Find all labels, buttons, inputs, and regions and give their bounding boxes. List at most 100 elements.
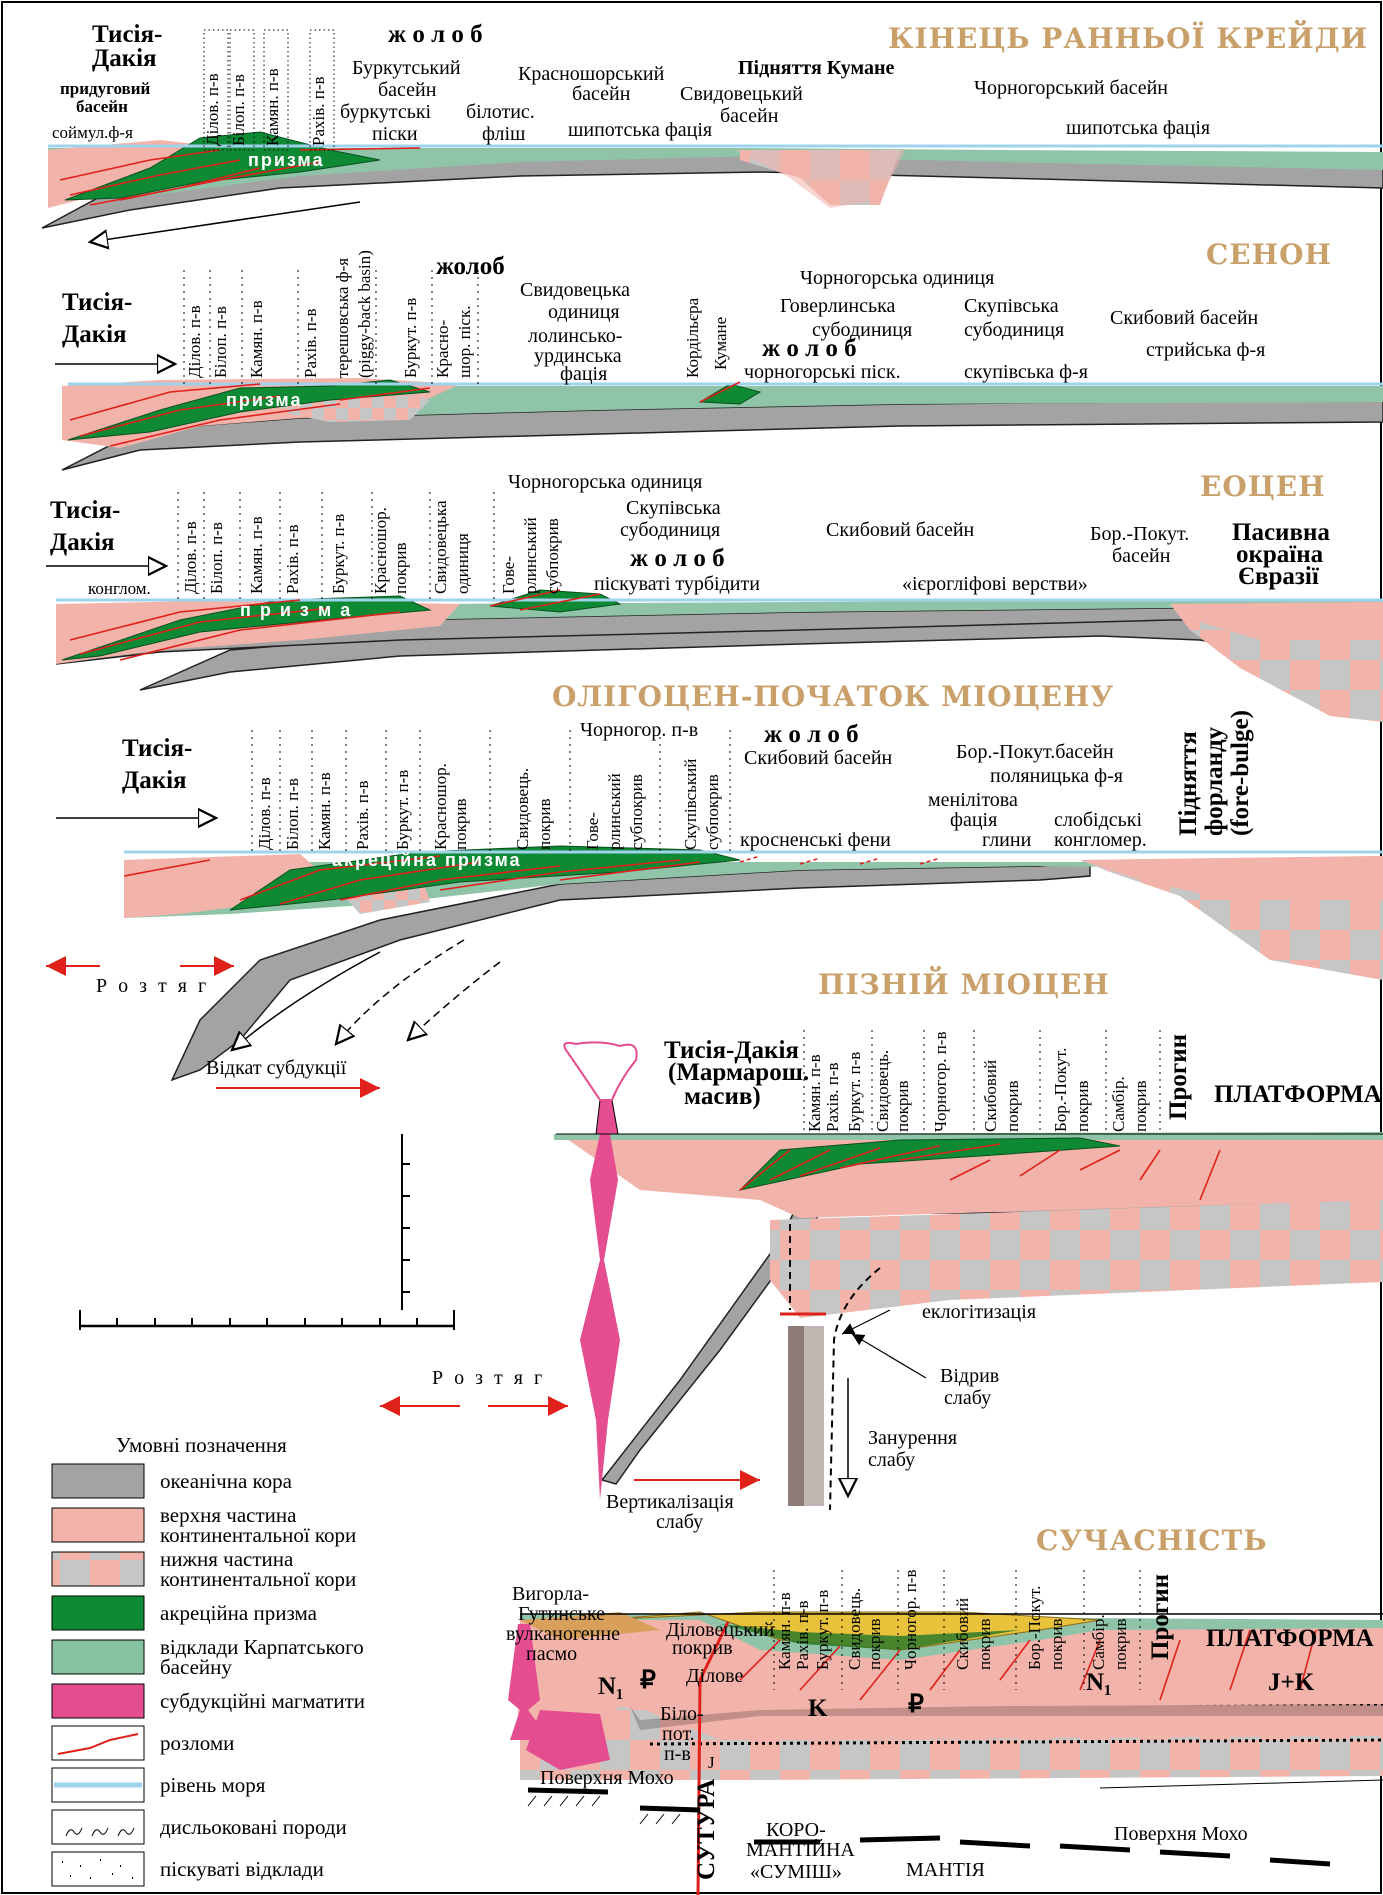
s2-kord-1: Кордільєра bbox=[683, 297, 702, 378]
s5-vidryv-2: слабу bbox=[944, 1387, 991, 1409]
s1-tisia-2: Дакія bbox=[92, 45, 157, 72]
s3-turb: піскуваті турбідити bbox=[594, 573, 760, 595]
s1-svyd-2: басейн bbox=[720, 105, 779, 127]
s5-rozt: Р о з т я г bbox=[432, 1367, 545, 1389]
s2-trough: жолоб bbox=[436, 253, 505, 280]
legend-item-sea: рівень моря bbox=[52, 1768, 266, 1802]
s6-dilove: Ділове bbox=[686, 1665, 744, 1687]
section-present: СУЧАСНІСТЬ Вигорла- Гутинське вулканоген… bbox=[506, 1524, 1383, 1895]
legend-item-faults: розломи bbox=[52, 1726, 234, 1760]
section-late-miocene: ПІЗНІЙ МІОЦЕН Р о з т я г Тисія-Дакія (М… bbox=[380, 966, 1383, 1533]
legend-title: Умовні позначення bbox=[116, 1433, 287, 1457]
s3-unit-2: Камян. п-в bbox=[247, 516, 266, 594]
s6-unit-4: покрив bbox=[865, 1619, 884, 1670]
s5-eclog: еклогітизація bbox=[922, 1301, 1036, 1323]
s6-jk: J+K bbox=[1268, 1669, 1315, 1696]
section-4-title: ОЛІГОЦЕН-ПОЧАТОК МІОЦЕНУ bbox=[552, 680, 1114, 713]
s5-vert-1: Вертикалізація bbox=[606, 1491, 734, 1513]
s3-trough: ж о л о б bbox=[630, 545, 725, 572]
s6-sutura: СУТУРА bbox=[693, 1779, 720, 1880]
s4-tisia-2: Дакія bbox=[122, 767, 187, 794]
s2-hover-1: Говерлинська bbox=[780, 295, 896, 317]
s6-p-1: ₽ bbox=[640, 1667, 656, 1694]
s2-chorn-sands: чорногорські піск. bbox=[744, 361, 901, 383]
s6-p-2: ₽ bbox=[908, 1691, 924, 1718]
s4-fore-3: (fore-bulge) bbox=[1227, 710, 1254, 836]
s2-skup-2: субодиниця bbox=[964, 319, 1064, 341]
legend-item-ocean: океанічна кора bbox=[52, 1464, 293, 1498]
s2-unit-7: Красно- bbox=[433, 319, 452, 378]
s1-trough: ж о л о б bbox=[388, 21, 483, 48]
s3-unit-labels: Ділов. п-в Білоп. п-в Камян. п-в Рахів. … bbox=[178, 492, 562, 600]
section-1-title: КІНЕЦЬ РАННЬОЇ КРЕЙДИ bbox=[888, 20, 1368, 55]
legend-label-5: субдукційні магматити bbox=[160, 1689, 365, 1713]
legend-item-basin: відклади Карпатського басейну bbox=[52, 1635, 364, 1679]
s4-polan: поляницька ф-я bbox=[990, 765, 1123, 787]
s4-tisia-1: Тисія- bbox=[122, 735, 192, 762]
s6-dilov-2: покрив bbox=[672, 1637, 733, 1659]
s2-unit-6: Буркут. п-в bbox=[401, 298, 420, 378]
s6-bilo-2: пот. bbox=[662, 1723, 695, 1745]
s3-prism-label: п р и з м а bbox=[240, 600, 352, 620]
s2-unit-2: Камян. п-в bbox=[247, 300, 266, 378]
s6-unit-11: покрив bbox=[1111, 1619, 1130, 1670]
s6-k: K bbox=[808, 1695, 828, 1722]
s5-progyn: Прогин bbox=[1165, 1034, 1192, 1120]
s6-moho-west bbox=[528, 1790, 700, 1810]
s3-unit-4: Буркут. п-в bbox=[329, 514, 348, 594]
s6-progyn: Прогин bbox=[1147, 1574, 1174, 1660]
scale-bars bbox=[80, 1134, 454, 1330]
s6-unit-5: Чорногор. п-в bbox=[901, 1570, 920, 1670]
s2-lol-1: лолинсько- bbox=[528, 325, 622, 347]
s2-skyb: Скибовий басейн bbox=[1110, 307, 1259, 329]
legend-item-lower-crust: нижня частина континентальної кори bbox=[52, 1547, 356, 1591]
s4-unit-4: Буркут. п-в bbox=[393, 770, 412, 850]
legend-swatch-deformed bbox=[52, 1810, 144, 1844]
legend-label-0: океанічна кора bbox=[160, 1469, 293, 1493]
s3-unit-9: Гове- bbox=[499, 556, 518, 594]
s2-unit-5: (piggy-back basin) bbox=[355, 250, 374, 378]
s5-zan-2: слабу bbox=[868, 1449, 915, 1471]
legend-label-2b: континентальної кори bbox=[160, 1567, 356, 1591]
legend-label-6: розломи bbox=[160, 1731, 234, 1755]
s5-magmatic-body bbox=[580, 1134, 620, 1500]
s1-shyp-2: шипотська фація bbox=[1066, 117, 1210, 139]
s4-unit-1: Білоп. п-в bbox=[283, 778, 302, 850]
s5-tisia-2: (Мармарош. bbox=[668, 1059, 809, 1086]
s3-bp-2: басейн bbox=[1112, 545, 1171, 567]
legend: Умовні позначення океанічна кора верхня … bbox=[52, 1433, 365, 1886]
s1-burkut-sands-2: піски bbox=[372, 123, 418, 145]
s6-koro-3: «СУМІШ» bbox=[750, 1861, 842, 1883]
legend-item-upper-crust: верхня частина континентальної кори bbox=[52, 1503, 356, 1547]
legend-swatch-ocean bbox=[52, 1464, 144, 1498]
s4-fore-1: Підняття bbox=[1175, 731, 1202, 836]
s5-lower-crust bbox=[770, 1200, 1383, 1318]
s6-vyh-4: пасмо bbox=[526, 1643, 577, 1665]
s3-unit-7: Свидовецька bbox=[431, 500, 450, 594]
s3-unit-5: Красношор. bbox=[371, 507, 390, 594]
s3-unit-10: рлинський bbox=[521, 517, 540, 594]
s4-unit-0: Ділов. п-в bbox=[255, 777, 274, 850]
s5-unit-1: Рахів. п-в bbox=[823, 1062, 842, 1132]
s5-vidryv-1: Відрив bbox=[940, 1365, 999, 1387]
s2-unit-1: Білоп. п-в bbox=[211, 306, 230, 378]
s5-unit-7: покрив bbox=[1003, 1081, 1022, 1132]
s3-unit-11: субпокрив bbox=[543, 518, 562, 594]
s5-unit-8: Бор.-Покут. bbox=[1051, 1048, 1070, 1132]
s5-unit-10: Самбір. bbox=[1109, 1076, 1128, 1132]
s1-burkut-sands-1: буркутські bbox=[340, 101, 432, 123]
s1-bilotys-1: білотис. bbox=[466, 101, 535, 123]
s5-zan-1: Занурення bbox=[868, 1427, 957, 1449]
section-early-cretaceous: КІНЕЦЬ РАННЬОЇ КРЕЙДИ призма Тисія- Дакі… bbox=[42, 20, 1383, 242]
s4-unit-10: рлинський bbox=[605, 773, 624, 850]
s4-unit-12: Скупівський bbox=[681, 759, 700, 850]
section-2-title: СЕНОН bbox=[1206, 238, 1332, 271]
s2-svyd-1: Свидовецька bbox=[520, 279, 630, 301]
s5-unit-11: покрив bbox=[1131, 1081, 1150, 1132]
s4-trough: ж о л о б bbox=[764, 721, 859, 748]
s4-vidkat: Відкат субдукції bbox=[206, 1057, 347, 1079]
s1-unit-0: Ділов. п-в bbox=[203, 73, 222, 146]
s1-krasn-2: басейн bbox=[572, 83, 631, 105]
s4-forebulge-upper bbox=[1080, 856, 1383, 900]
